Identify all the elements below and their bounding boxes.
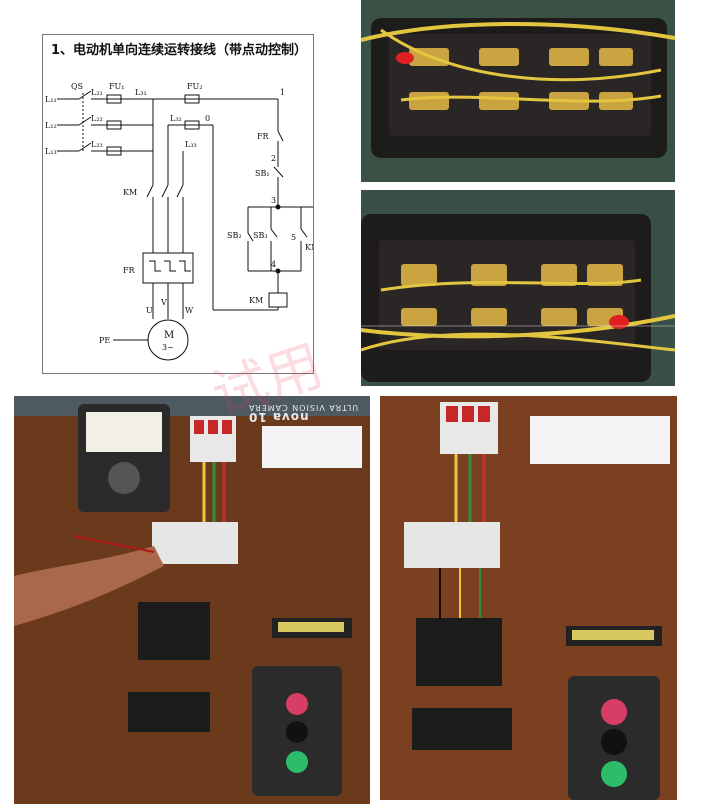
label-sb2: SB₂ [227, 231, 242, 240]
terminal-block-photo-bottom [361, 190, 675, 386]
label-u: U [146, 306, 153, 315]
label-l33: L₃₃ [185, 140, 197, 149]
label-km-aux: KM [305, 243, 313, 252]
label-motor-m: M [164, 330, 174, 341]
label-l11: L₁₁ [45, 95, 57, 104]
label-sb1: SB₁ [255, 169, 270, 178]
camera-model: nova 10 [247, 410, 309, 424]
label-fr-ctrl: FR [257, 132, 270, 141]
label-km-coil: KM [249, 296, 263, 305]
label-node-0: 0 [205, 114, 210, 123]
label-l31: L₃₁ [135, 88, 147, 97]
label-v: V [160, 298, 167, 307]
schematic-diagram: L₁₁ L₁₂ L₁₃ QS FU₁ FU₂ L₂₁ L₂₂ L₂₃ L₃₁ L… [45, 82, 313, 361]
label-w: W [185, 306, 194, 315]
label-pe: PE [99, 336, 110, 345]
label-km-main: KM [123, 188, 137, 197]
wiring-schematic: 1、电动机单向连续运转接线（带点动控制） [42, 34, 314, 374]
label-motor-3: 3~ [162, 343, 174, 352]
workbench-photo-right [380, 396, 677, 800]
label-l32: L₃₂ [170, 114, 182, 123]
label-l21: L₂₁ [91, 88, 103, 97]
workbench-image-right [380, 396, 677, 800]
workbench-image-left [14, 396, 370, 804]
label-qs: QS [71, 82, 83, 91]
label-node-2: 2 [271, 154, 276, 163]
label-l12: L₁₂ [45, 121, 57, 130]
label-node-5: 5 [291, 233, 296, 242]
label-node-1: 1 [280, 88, 285, 97]
label-fr-main: FR [123, 266, 136, 275]
terminal-block-image-2 [361, 214, 675, 382]
label-fu1: FU₁ [109, 82, 125, 91]
schematic-title: 1、电动机单向连续运转接线（带点动控制） [51, 43, 308, 58]
workbench-photo-left: nova 10 ULTRA VISION CAMERA [14, 396, 370, 804]
label-node-4: 4 [271, 260, 276, 269]
camera-subtitle: ULTRA VISION CAMERA [247, 403, 358, 412]
label-node-3: 3 [271, 196, 276, 205]
label-sb3: SB₃ [253, 231, 268, 240]
label-fu2: FU₂ [187, 82, 203, 91]
terminal-block-image [361, 18, 675, 158]
camera-watermark: nova 10 ULTRA VISION CAMERA [247, 402, 358, 424]
label-l13: L₁₃ [45, 147, 57, 156]
label-l23: L₂₃ [91, 140, 103, 149]
label-l22: L₂₂ [91, 114, 103, 123]
terminal-block-photo-top [361, 0, 675, 182]
